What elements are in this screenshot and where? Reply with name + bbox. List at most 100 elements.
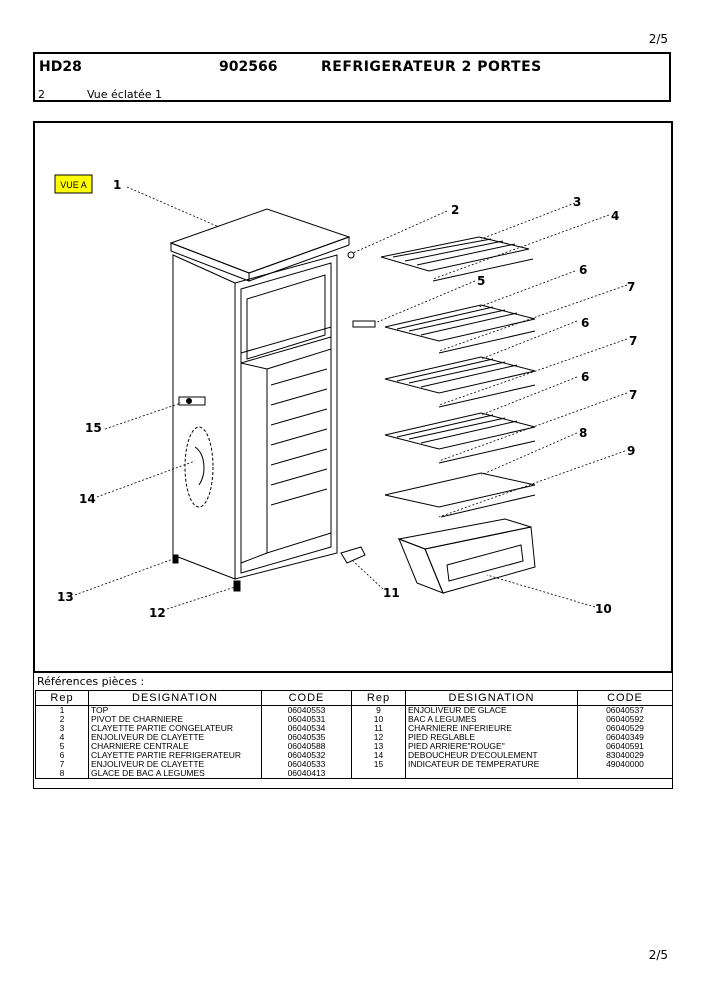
cell-designation: TOP [88, 705, 262, 715]
model-code: 902566 [219, 59, 278, 75]
table-row: 6 CLAYETTE PARTIE REFRIGERATEUR 06040532… [35, 751, 673, 760]
label-9: 9 [627, 444, 635, 458]
label-6c: 6 [581, 370, 589, 384]
cell-rep: 13 [351, 742, 406, 751]
fridge-shelf-3 [384, 412, 536, 464]
label-14: 14 [79, 492, 96, 506]
freezer-divider [240, 326, 332, 364]
cell-designation: PIED REGLABLE [405, 733, 578, 742]
cell-code [577, 769, 673, 779]
exploded-view-diagram: VUE A [33, 121, 673, 673]
model-name: HD28 [39, 59, 82, 75]
cell-rep: 14 [351, 751, 406, 760]
label-7b: 7 [629, 334, 637, 348]
table-row: 8 GLACE DE BAC A LEGUMES 06040413 [35, 769, 673, 779]
cell-rep: 8 [35, 769, 89, 779]
table-row: 4 ENJOLIVEUR DE CLAYETTE 06040535 12 PIE… [35, 733, 673, 742]
cell-designation: GLACE DE BAC A LEGUMES [88, 769, 262, 779]
page-number-bottom: 2/5 [648, 948, 668, 962]
label-8: 8 [579, 426, 587, 440]
col-designation-2: DESIGNATION [405, 690, 578, 706]
fridge-cabinet [169, 208, 376, 592]
fridge-shelf-2 [384, 356, 536, 408]
cell-designation: PIVOT DE CHARNIERE [88, 715, 262, 724]
label-7a: 7 [627, 280, 635, 294]
cell-designation: ENJOLIVEUR DE CLAYETTE [88, 733, 262, 742]
col-rep-2: Rep [351, 690, 406, 706]
cell-designation: CHARNIERE CENTRALE [88, 742, 262, 751]
cell-code: 06040553 [261, 705, 352, 715]
cell-rep [351, 769, 406, 779]
cell-designation: BAC A LEGUMES [405, 715, 578, 724]
cell-code: 83040029 [577, 751, 673, 760]
table-row: 7 ENJOLIVEUR DE CLAYETTE 06040533 15 IND… [35, 760, 673, 769]
cell-rep: 7 [35, 760, 89, 769]
cabinet-left-side [172, 254, 236, 580]
cell-designation: CLAYETTE PARTIE CONGELATEUR [88, 724, 262, 733]
cell-code: 06040413 [261, 769, 352, 779]
crisper-glass [384, 472, 536, 518]
cell-code: 49040000 [577, 760, 673, 769]
label-6b: 6 [581, 316, 589, 330]
view-name: Vue éclatée 1 [87, 88, 162, 101]
part-labels: 1 2 3 4 5 6 7 6 7 6 7 8 9 10 11 12 13 14… [57, 178, 637, 620]
cell-designation [405, 769, 578, 779]
parts-table: Rep DESIGNATION CODE Rep DESIGNATION COD… [35, 690, 673, 779]
label-6a: 6 [579, 263, 587, 277]
document-title: REFRIGERATEUR 2 PORTES [321, 59, 542, 75]
label-3: 3 [573, 195, 581, 209]
label-4: 4 [611, 209, 619, 223]
header-box: HD28 902566 REFRIGERATEUR 2 PORTES 2 Vue… [33, 52, 671, 102]
view-tag-box [54, 174, 93, 194]
table-row: 5 CHARNIERE CENTRALE 06040588 13 PIED AR… [35, 742, 673, 751]
cell-designation: CHARNIERE INFERIEURE [405, 724, 578, 733]
label-12: 12 [149, 606, 166, 620]
exploded-view-drawing: VUE A [54, 174, 637, 620]
cell-code: 06040535 [261, 733, 352, 742]
cell-designation: ENJOLIVEUR DE GLACE [405, 705, 578, 715]
label-2: 2 [451, 203, 459, 217]
label-13: 13 [57, 590, 74, 604]
top-panel [169, 208, 351, 274]
cell-rep: 3 [35, 724, 89, 733]
crisper-drawer [397, 518, 536, 594]
shelves [380, 236, 536, 594]
cell-code: 06040531 [261, 715, 352, 724]
references-section: Références pièces : Rep DESIGNATION CODE… [33, 673, 673, 789]
cell-code: 06040537 [577, 705, 673, 715]
cell-code: 06040534 [261, 724, 352, 733]
label-1: 1 [113, 178, 121, 192]
label-7c: 7 [629, 388, 637, 402]
col-rep: Rep [35, 690, 89, 706]
cell-designation: PIED ARRIERE"ROUGE" [405, 742, 578, 751]
col-code-2: CODE [577, 690, 673, 706]
cell-code: 06040533 [261, 760, 352, 769]
view-number: 2 [38, 88, 45, 101]
leader-lines [74, 186, 628, 610]
cell-code: 06040529 [577, 724, 673, 733]
table-row: 3 CLAYETTE PARTIE CONGELATEUR 06040534 1… [35, 724, 673, 733]
cell-code: 06040592 [577, 715, 673, 724]
label-10: 10 [595, 602, 612, 616]
fridge-compartment [266, 348, 332, 554]
cell-code: 06040588 [261, 742, 352, 751]
table-header-row: Rep DESIGNATION CODE Rep DESIGNATION COD… [35, 690, 673, 706]
cell-rep: 2 [35, 715, 89, 724]
cell-designation: INDICATEUR DE TEMPERATURE [405, 760, 578, 769]
col-designation: DESIGNATION [88, 690, 262, 706]
label-5: 5 [477, 274, 485, 288]
top-panel-side [248, 236, 350, 282]
cell-designation: DEBOUCHEUR D'ECOULEMENT [405, 751, 578, 760]
cabinet-front-inner [240, 262, 332, 574]
label-15: 15 [85, 421, 102, 435]
table-row: 1 TOP 06040553 9 ENJOLIVEUR DE GLACE 060… [35, 705, 673, 715]
cell-rep: 6 [35, 751, 89, 760]
cell-code: 06040532 [261, 751, 352, 760]
cabinet-front [234, 254, 338, 580]
cell-designation: CLAYETTE PARTIE REFRIGERATEUR [88, 751, 262, 760]
col-code: CODE [261, 690, 352, 706]
fridge-shelf-1 [384, 304, 536, 354]
cell-rep: 11 [351, 724, 406, 733]
view-tag-text: VUE A [60, 180, 87, 190]
cell-code: 06040349 [577, 733, 673, 742]
